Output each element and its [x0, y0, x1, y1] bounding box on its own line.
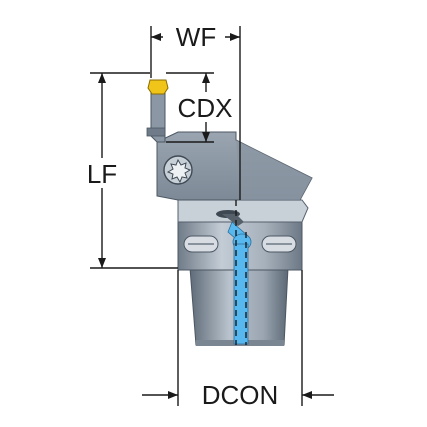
- label-lf: LF: [87, 159, 117, 189]
- label-wf: WF: [176, 22, 216, 52]
- head-shadow: [236, 140, 312, 200]
- clamp-slot-right: [261, 235, 297, 253]
- torx-screw-icon: [163, 155, 193, 185]
- dimension-dcon: DCON: [142, 270, 334, 410]
- blade-step: [146, 127, 166, 137]
- label-cdx: CDX: [178, 93, 233, 123]
- label-dcon: DCON: [202, 380, 279, 410]
- cutting-insert: [147, 79, 169, 95]
- block-collar: [177, 199, 309, 223]
- dimension-cdx: CDX: [166, 72, 238, 143]
- coolant-nozzle: [216, 210, 244, 226]
- clamp-slot-left: [183, 235, 219, 253]
- dimension-lf: LF: [80, 72, 178, 269]
- tool-body: [146, 79, 313, 346]
- dimension-wf: WF: [150, 22, 241, 200]
